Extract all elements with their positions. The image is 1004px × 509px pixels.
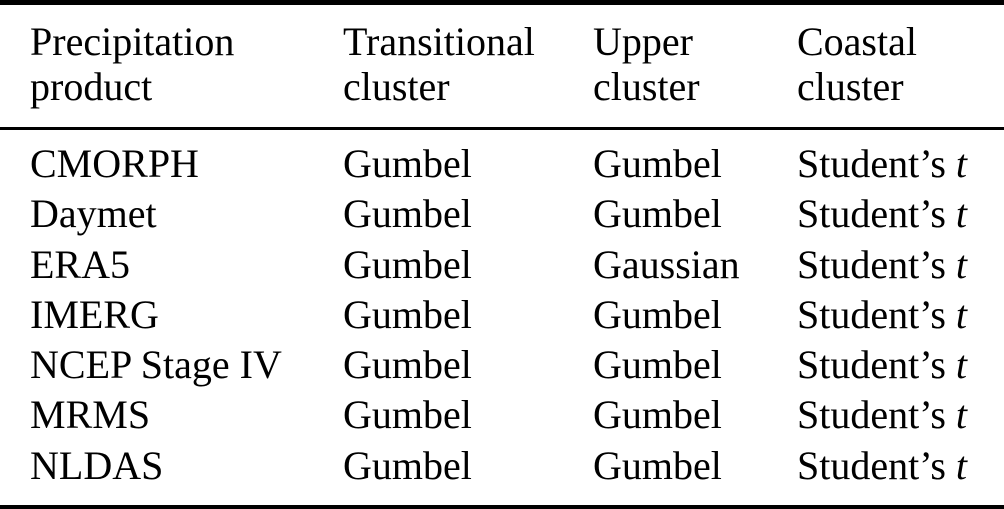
cell-transitional: Gumbel xyxy=(343,342,472,388)
coastal-italic-t: t xyxy=(955,342,968,388)
table-row-ncep-stage-iv: NCEP Stage IV Gumbel Gumbel Student’s t xyxy=(0,340,1004,390)
coastal-text: Student’s xyxy=(797,141,946,186)
coastal-italic-t: t xyxy=(955,191,968,237)
table-row-imerg: IMERG Gumbel Gumbel Student’s t xyxy=(0,290,1004,340)
header-coastal-cluster: Coastal cluster xyxy=(797,19,1004,109)
header-transitional-cluster: Transitional cluster xyxy=(343,19,593,109)
coastal-text: Student’s xyxy=(797,442,946,488)
header-line: product xyxy=(30,64,153,109)
cell-coastal: Student’s t xyxy=(797,139,1004,189)
coastal-italic-t: t xyxy=(955,141,968,186)
header-line: cluster xyxy=(343,64,450,109)
cell-upper: Gumbel xyxy=(593,442,722,488)
coastal-italic-t: t xyxy=(955,291,968,337)
table-header-row: Precipitation product Transitional clust… xyxy=(0,5,1004,127)
coastal-italic-t: t xyxy=(955,392,968,438)
coastal-italic-t: t xyxy=(955,442,968,488)
coastal-text: Student’s xyxy=(797,392,946,438)
cell-product: CMORPH xyxy=(30,141,199,186)
cell-product: IMERG xyxy=(30,291,159,337)
cell-coastal: Student’s t xyxy=(797,390,1004,440)
table-row-daymet: Daymet Gumbel Gumbel Student’s t xyxy=(0,189,1004,239)
header-upper-cluster: Upper cluster xyxy=(593,19,797,109)
cell-coastal: Student’s t xyxy=(797,290,1004,340)
cell-upper: Gumbel xyxy=(593,291,722,337)
cell-product: NLDAS xyxy=(30,442,164,488)
table-row-era5: ERA5 Gumbel Gaussian Student’s t xyxy=(0,240,1004,290)
cell-coastal: Student’s t xyxy=(797,189,1004,239)
cell-coastal: Student’s t xyxy=(797,340,1004,390)
cell-transitional: Gumbel xyxy=(343,141,472,186)
header-precipitation-product: Precipitation product xyxy=(30,19,343,109)
table-bottom-rule xyxy=(0,505,1004,509)
coastal-text: Student’s xyxy=(797,241,946,287)
coastal-text: Student’s xyxy=(797,291,946,337)
cell-product: Daymet xyxy=(30,191,157,237)
table-body: CMORPH Gumbel Gumbel Student’s t Daymet … xyxy=(0,130,1004,505)
table-mid-rule xyxy=(0,127,1004,130)
table-top-rule xyxy=(0,0,1004,5)
table-row-mrms: MRMS Gumbel Gumbel Student’s t xyxy=(0,390,1004,440)
cell-product: ERA5 xyxy=(30,241,130,287)
cell-product: NCEP Stage IV xyxy=(30,342,282,388)
cell-transitional: Gumbel xyxy=(343,442,472,488)
cell-coastal: Student’s t xyxy=(797,240,1004,290)
coastal-text: Student’s xyxy=(797,342,946,388)
header-line: cluster xyxy=(593,64,700,109)
table-row-nldas: NLDAS Gumbel Gumbel Student’s t xyxy=(0,441,1004,491)
cell-upper: Gumbel xyxy=(593,342,722,388)
header-line: Precipitation xyxy=(30,19,235,64)
coastal-text: Student’s xyxy=(797,191,946,237)
table-row-cmorph: CMORPH Gumbel Gumbel Student’s t xyxy=(0,139,1004,189)
header-line: cluster xyxy=(797,64,904,109)
cell-transitional: Gumbel xyxy=(343,241,472,287)
cell-upper: Gumbel xyxy=(593,392,722,438)
header-line: Transitional xyxy=(343,19,535,64)
header-line: Upper xyxy=(593,19,693,64)
cell-transitional: Gumbel xyxy=(343,392,472,438)
header-line: Coastal xyxy=(797,19,917,64)
coastal-italic-t: t xyxy=(955,241,968,287)
cell-coastal: Student’s t xyxy=(797,441,1004,491)
cell-upper: Gumbel xyxy=(593,141,722,186)
cell-product: MRMS xyxy=(30,392,151,438)
cell-transitional: Gumbel xyxy=(343,191,472,237)
cell-upper: Gaussian xyxy=(593,241,740,287)
cell-transitional: Gumbel xyxy=(343,291,472,337)
cell-upper: Gumbel xyxy=(593,191,722,237)
